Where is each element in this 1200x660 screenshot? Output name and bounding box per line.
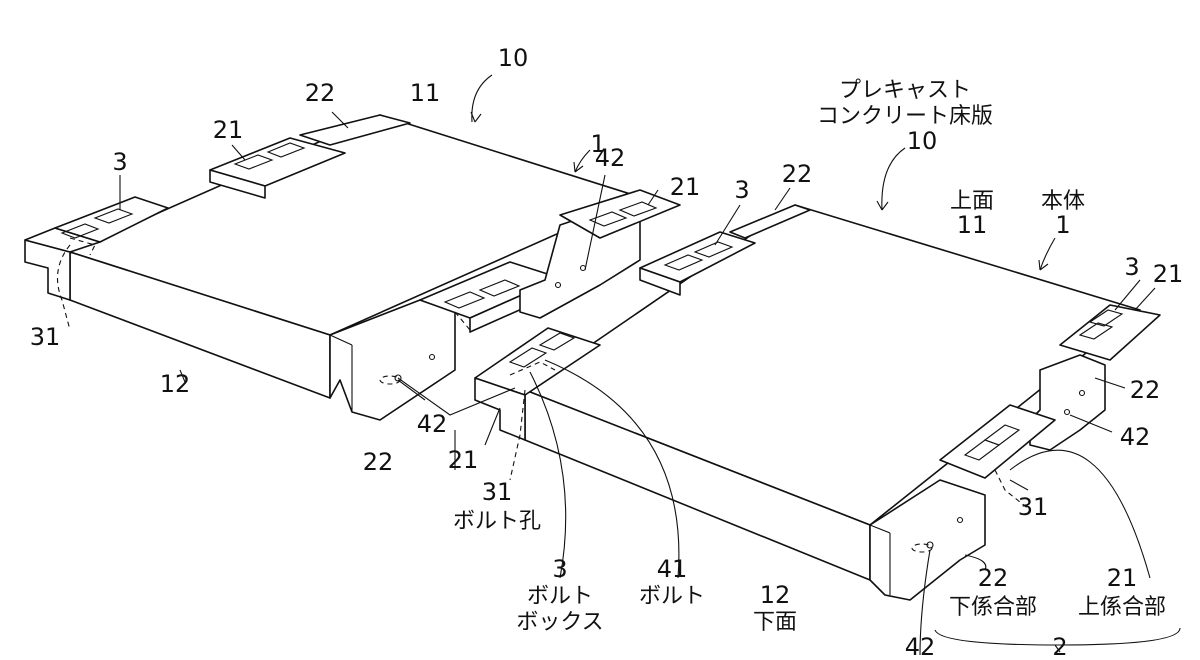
label-21-left-right: 21 (670, 173, 701, 201)
label-11-right: 11 (957, 211, 988, 239)
label-21-right-end: 21 (1153, 260, 1184, 288)
label-bolt-hole: ボルト孔 (453, 509, 541, 534)
label-42-left-top: 42 (595, 144, 626, 172)
label-lower-face: 下面 (753, 610, 797, 635)
label-42-right-end: 42 (1120, 423, 1151, 451)
label-42-left-bottom: 42 (417, 410, 448, 438)
label-3-right-top: 3 (734, 176, 749, 204)
label-bolt-box-line1: ボルト (527, 584, 593, 609)
label-upper-engaging: 上係合部 (1078, 595, 1166, 620)
label-lower-engaging: 下係合部 (949, 595, 1037, 620)
label-22-right-end: 22 (1130, 376, 1161, 404)
label-22-lower-num: 22 (978, 564, 1009, 592)
label-21-left-bottom: 21 (448, 446, 479, 474)
label-precast-line1: プレキャスト (839, 78, 971, 103)
label-1-right: 1 (1055, 211, 1070, 239)
label-21-left-top: 21 (213, 116, 244, 144)
label-42-bottom: 42 (905, 633, 936, 660)
label-31-left: 31 (30, 323, 61, 351)
label-41-num: 41 (657, 555, 688, 583)
label-22-left-top: 22 (305, 79, 336, 107)
label-31-right: 31 (1018, 493, 1049, 521)
label-bolt-box-line2: ボックス (516, 610, 603, 635)
label-bolt: ボルト (639, 584, 705, 609)
label-10-right: 10 (907, 127, 938, 155)
label-10-left: 10 (498, 44, 529, 72)
label-22-left-bottom: 22 (363, 448, 394, 476)
label-21-upper-num: 21 (1107, 564, 1138, 592)
label-3-left: 3 (112, 148, 127, 176)
label-31-bolt-hole-num: 31 (482, 478, 513, 506)
label-3-bolt-box-num: 3 (552, 555, 567, 583)
label-12-right: 12 (760, 581, 791, 609)
label-3-right-end: 3 (1124, 253, 1139, 281)
label-11-left: 11 (410, 79, 441, 107)
label-22-right-top: 22 (782, 160, 813, 188)
label-precast-line2: コンクリート床版 (817, 104, 993, 129)
label-12-left: 12 (160, 370, 191, 398)
label-2: 2 (1052, 633, 1067, 660)
